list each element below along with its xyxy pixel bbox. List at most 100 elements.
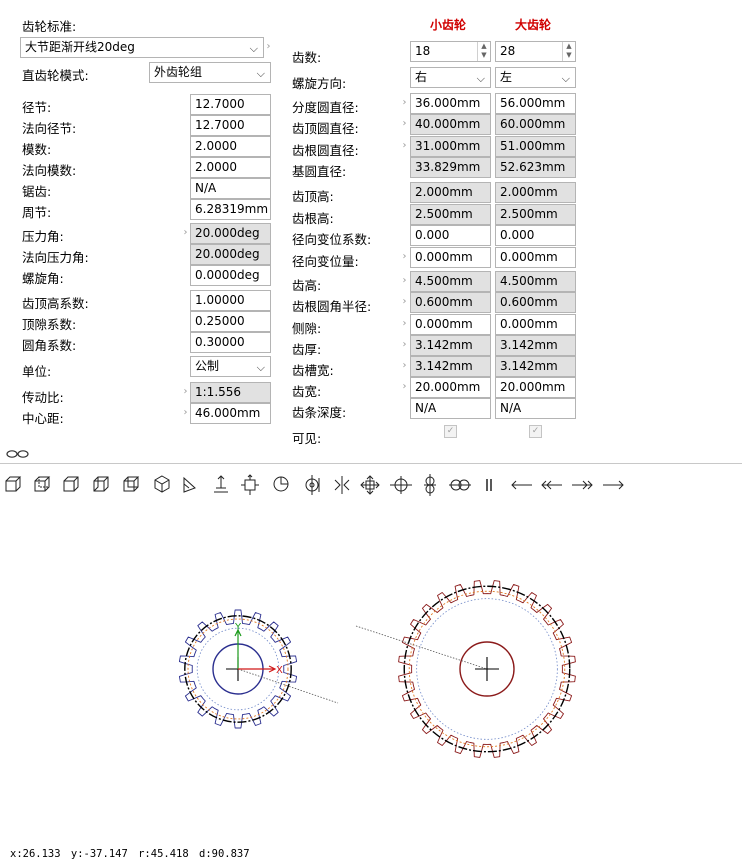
param-field[interactable]: 0.0000deg: [190, 265, 271, 286]
view-front-icon[interactable]: [4, 474, 22, 496]
gear-canvas[interactable]: Y X: [0, 503, 742, 843]
param-field[interactable]: 0.25000: [190, 311, 271, 332]
param-field[interactable]: 6.28319mm: [190, 199, 271, 220]
view-left-icon[interactable]: [92, 474, 110, 496]
gear-param-small-field[interactable]: 0.000: [410, 225, 491, 246]
gear-param-large-field[interactable]: 0.000mm: [495, 247, 576, 268]
spin-down-icon[interactable]: ▼: [566, 51, 572, 59]
unit-select[interactable]: 公制⌵: [190, 356, 271, 377]
expand-arrow-icon[interactable]: ›: [402, 97, 407, 108]
rewind-icon[interactable]: [540, 474, 564, 496]
ratio-field[interactable]: 1:1.556: [190, 382, 271, 403]
helix-large-select[interactable]: 左⌵: [495, 67, 576, 88]
gear-param-small-field[interactable]: 3.142mm: [410, 356, 491, 377]
gear-param-small-field[interactable]: 2.000mm: [410, 182, 491, 203]
gear-param-small-field[interactable]: 3.142mm: [410, 335, 491, 356]
expand-arrow-icon[interactable]: ›: [402, 318, 407, 329]
gear-param-small-field[interactable]: N/A: [410, 398, 491, 419]
view-right-icon[interactable]: [62, 474, 80, 496]
expand-arrow-icon[interactable]: ›: [266, 41, 271, 52]
param-field[interactable]: 2.0000: [190, 157, 271, 178]
param-field[interactable]: 0.30000: [190, 332, 271, 353]
gear-param-label: 齿条深度:: [292, 405, 347, 420]
visible-large-checkbox[interactable]: ✓: [529, 425, 542, 438]
gear-param-large-field[interactable]: 0.000mm: [495, 314, 576, 335]
root-circle: [196, 627, 280, 711]
mirror-icon[interactable]: [332, 474, 352, 496]
gear-param-large-field[interactable]: 52.623mm: [495, 157, 576, 178]
pause-icon[interactable]: [482, 474, 496, 496]
chain-link-icon[interactable]: [5, 448, 31, 460]
spin-up-icon[interactable]: ▲: [566, 42, 572, 50]
param-field[interactable]: 2.0000: [190, 136, 271, 157]
rotate-icon[interactable]: [389, 474, 413, 496]
param-field[interactable]: 20.000deg: [190, 244, 271, 265]
param-field[interactable]: N/A: [190, 178, 271, 199]
gear-param-large-field[interactable]: 0.000: [495, 225, 576, 246]
next-icon[interactable]: [601, 474, 625, 496]
expand-arrow-icon[interactable]: ›: [402, 296, 407, 307]
gear-param-large-field[interactable]: 3.142mm: [495, 335, 576, 356]
gear-param-large-field[interactable]: 2.500mm: [495, 204, 576, 225]
center-distance-field[interactable]: 46.000mm: [190, 403, 271, 424]
center-link-line: [355, 625, 488, 670]
ratio-arrow-icon[interactable]: ›: [183, 386, 188, 397]
flip-icon[interactable]: [421, 474, 439, 496]
teeth-large-spinner[interactable]: ▲▼: [562, 42, 575, 61]
gear-param-large-field[interactable]: 3.142mm: [495, 356, 576, 377]
gear-param-large-field[interactable]: N/A: [495, 398, 576, 419]
measure-icon[interactable]: [181, 474, 199, 496]
fit-icon[interactable]: [240, 474, 260, 496]
link-icon[interactable]: [449, 474, 471, 496]
center-icon[interactable]: [211, 474, 231, 496]
gear-param-small-field[interactable]: 40.000mm: [410, 114, 491, 135]
gear-param-small-field[interactable]: 33.829mm: [410, 157, 491, 178]
prev-icon[interactable]: [510, 474, 534, 496]
gear-param-small-field[interactable]: 20.000mm: [410, 377, 491, 398]
expand-arrow-icon[interactable]: ›: [402, 140, 407, 151]
param-field[interactable]: 12.7000: [190, 115, 271, 136]
align-icon[interactable]: [302, 474, 322, 496]
spin-down-icon[interactable]: ▼: [481, 51, 487, 59]
gear-param-small-field[interactable]: 31.000mm: [410, 136, 491, 157]
spur-mode-select[interactable]: 外齿轮组⌵: [149, 62, 271, 83]
gear-param-large-field[interactable]: 0.600mm: [495, 292, 576, 313]
gear-param-large-field[interactable]: 2.000mm: [495, 182, 576, 203]
gear-param-small-field[interactable]: 4.500mm: [410, 271, 491, 292]
expand-arrow-icon[interactable]: ›: [183, 227, 188, 238]
expand-arrow-icon[interactable]: ›: [402, 381, 407, 392]
view-top-icon[interactable]: [122, 474, 140, 496]
gear-param-small-field[interactable]: 0.600mm: [410, 292, 491, 313]
gear-param-large-field[interactable]: 51.000mm: [495, 136, 576, 157]
spin-up-icon[interactable]: ▲: [481, 42, 487, 50]
param-field[interactable]: 20.000deg: [190, 223, 271, 244]
gear-param-large-field[interactable]: 4.500mm: [495, 271, 576, 292]
expand-arrow-icon[interactable]: ›: [402, 360, 407, 371]
gear-param-small-field[interactable]: 2.500mm: [410, 204, 491, 225]
view-iso-icon[interactable]: [153, 474, 171, 496]
gear-param-large-field[interactable]: 20.000mm: [495, 377, 576, 398]
center-arrow-icon[interactable]: ›: [183, 407, 188, 418]
gear-param-small-field[interactable]: 0.000mm: [410, 247, 491, 268]
param-field[interactable]: 1.00000: [190, 290, 271, 311]
param-field[interactable]: 12.7000: [190, 94, 271, 115]
gear-param-large-field[interactable]: 56.000mm: [495, 93, 576, 114]
gear-param-small-field[interactable]: 36.000mm: [410, 93, 491, 114]
view-back-icon[interactable]: [33, 474, 51, 496]
expand-arrow-icon[interactable]: ›: [402, 339, 407, 350]
expand-arrow-icon[interactable]: ›: [402, 118, 407, 129]
teeth-large-input[interactable]: 28 ▲▼: [495, 41, 576, 62]
visible-small-checkbox[interactable]: ✓: [444, 425, 457, 438]
gear-standard-select[interactable]: 大节距渐开线20deg⌵: [20, 37, 264, 58]
expand-arrow-icon[interactable]: ›: [402, 275, 407, 286]
pitch-circle: [403, 585, 571, 753]
move-icon[interactable]: [360, 474, 380, 496]
teeth-small-spinner[interactable]: ▲▼: [477, 42, 490, 61]
teeth-small-input[interactable]: 18 ▲▼: [410, 41, 491, 62]
gear-param-small-field[interactable]: 0.000mm: [410, 314, 491, 335]
gear-param-large-field[interactable]: 60.000mm: [495, 114, 576, 135]
helix-small-select[interactable]: 右⌵: [410, 67, 491, 88]
expand-arrow-icon[interactable]: ›: [402, 251, 407, 262]
forward-icon[interactable]: [570, 474, 594, 496]
section-icon[interactable]: [272, 474, 290, 496]
